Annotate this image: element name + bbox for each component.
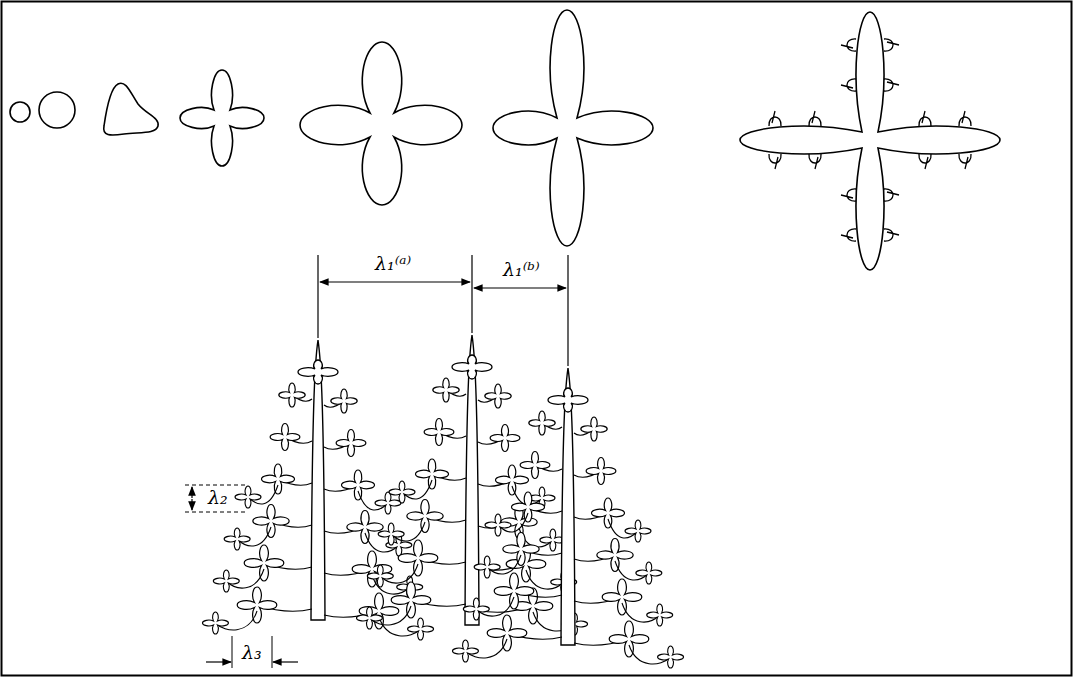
secondary-arm	[769, 154, 781, 169]
tertiary-arm	[378, 523, 404, 545]
secondary-arm	[352, 551, 392, 587]
secondary-arm	[841, 79, 856, 91]
secondary-arm	[809, 111, 821, 126]
spacing-guide	[317, 255, 318, 338]
secondary-arm	[407, 500, 443, 533]
secondary-arm	[253, 505, 289, 538]
secondary-arm	[841, 189, 856, 201]
secondary-arm	[841, 39, 856, 51]
dendrite-crystal	[300, 42, 462, 205]
secondary-arm	[602, 579, 642, 615]
secondary-arm	[391, 582, 431, 618]
tertiary-arm	[389, 481, 415, 503]
dimension-line	[185, 512, 248, 513]
secondary-arm	[809, 154, 821, 169]
dimension-arrow	[191, 499, 192, 510]
secondary-arm	[262, 464, 295, 494]
secondary-arm	[529, 411, 555, 435]
secondary-arm	[919, 154, 931, 169]
secondary-arm	[279, 383, 305, 407]
secondary-arm	[244, 545, 284, 581]
tip-arms	[452, 355, 492, 379]
dendrite-array	[202, 255, 683, 668]
dimension-label: λ₂	[206, 487, 230, 509]
secondary-arm	[959, 111, 971, 126]
secondary-arm	[487, 615, 527, 651]
secondary-arm	[398, 540, 438, 576]
dimension-label: λ₁⁽ᵃ⁾	[373, 253, 413, 275]
tertiary-arm	[625, 520, 651, 542]
secondary-arm	[841, 229, 856, 241]
dimension-line	[272, 636, 273, 668]
secondary-arm	[331, 389, 357, 413]
secondary-arm	[597, 539, 633, 572]
tertiary-arm	[356, 607, 382, 629]
secondary-arm	[270, 424, 300, 451]
dimension-line	[185, 485, 248, 486]
dendrite-crystal	[740, 12, 1000, 270]
dimension-marks	[185, 282, 566, 668]
secondary-arm	[424, 419, 454, 446]
dimension-label: λ₁⁽ᵇ⁾	[501, 259, 542, 281]
secondary-arm	[416, 459, 449, 489]
spacing-guide	[567, 255, 568, 366]
dimension-arrow	[206, 661, 231, 662]
secondary-arm	[433, 378, 459, 402]
secondary-arm	[884, 229, 899, 241]
dimension-line	[232, 636, 233, 668]
dendrite-crystal	[493, 10, 653, 246]
tip-arms	[298, 360, 338, 384]
secondary-arm	[503, 533, 539, 566]
tertiary-arm	[647, 604, 673, 626]
secondary-arm	[336, 430, 366, 457]
spacing-guide	[471, 255, 472, 333]
secondary-arm	[769, 111, 781, 126]
tertiary-arm	[452, 640, 478, 662]
secondary-arm	[485, 384, 511, 408]
secondary-arm	[609, 621, 649, 657]
nucleus-circle	[39, 92, 75, 128]
tertiary-arm	[235, 486, 261, 508]
growth-sequence	[10, 10, 1000, 270]
dimension-arrow	[191, 487, 192, 498]
dimension-label: λ₃	[240, 642, 264, 664]
dimension-arrow	[320, 281, 470, 282]
dimension-arrow	[474, 287, 566, 288]
tertiary-arm	[485, 514, 511, 536]
tertiary-arm	[367, 565, 393, 587]
tertiary-arm	[636, 562, 662, 584]
secondary-arm	[919, 111, 931, 126]
secondary-arm	[512, 492, 545, 522]
dendrite-crystal	[180, 70, 264, 166]
secondary-arm	[496, 465, 529, 495]
tertiary-arm	[202, 612, 228, 634]
tertiary-arm	[658, 646, 684, 668]
secondary-arm	[347, 511, 383, 544]
tertiary-arm	[224, 528, 250, 550]
tip-arms	[548, 388, 588, 412]
tertiary-arm	[474, 556, 500, 578]
tertiary-arm	[463, 598, 489, 620]
secondary-arm	[520, 452, 550, 479]
tertiary-arm	[213, 570, 239, 592]
secondary-arm	[959, 154, 971, 169]
secondary-arm	[586, 458, 616, 485]
secondary-arm	[490, 425, 520, 452]
dimension-arrow	[273, 661, 298, 662]
secondary-arm	[884, 189, 899, 201]
secondary-arm	[592, 498, 625, 528]
nucleus-circle	[10, 102, 30, 122]
secondary-arm	[884, 79, 899, 91]
secondary-arm	[237, 587, 277, 623]
secondary-arm	[581, 417, 607, 441]
tertiary-arm	[408, 618, 434, 640]
secondary-arm	[494, 573, 534, 609]
secondary-arm	[342, 470, 375, 500]
secondary-arm	[884, 39, 899, 51]
perturbed-crystal	[104, 83, 158, 135]
